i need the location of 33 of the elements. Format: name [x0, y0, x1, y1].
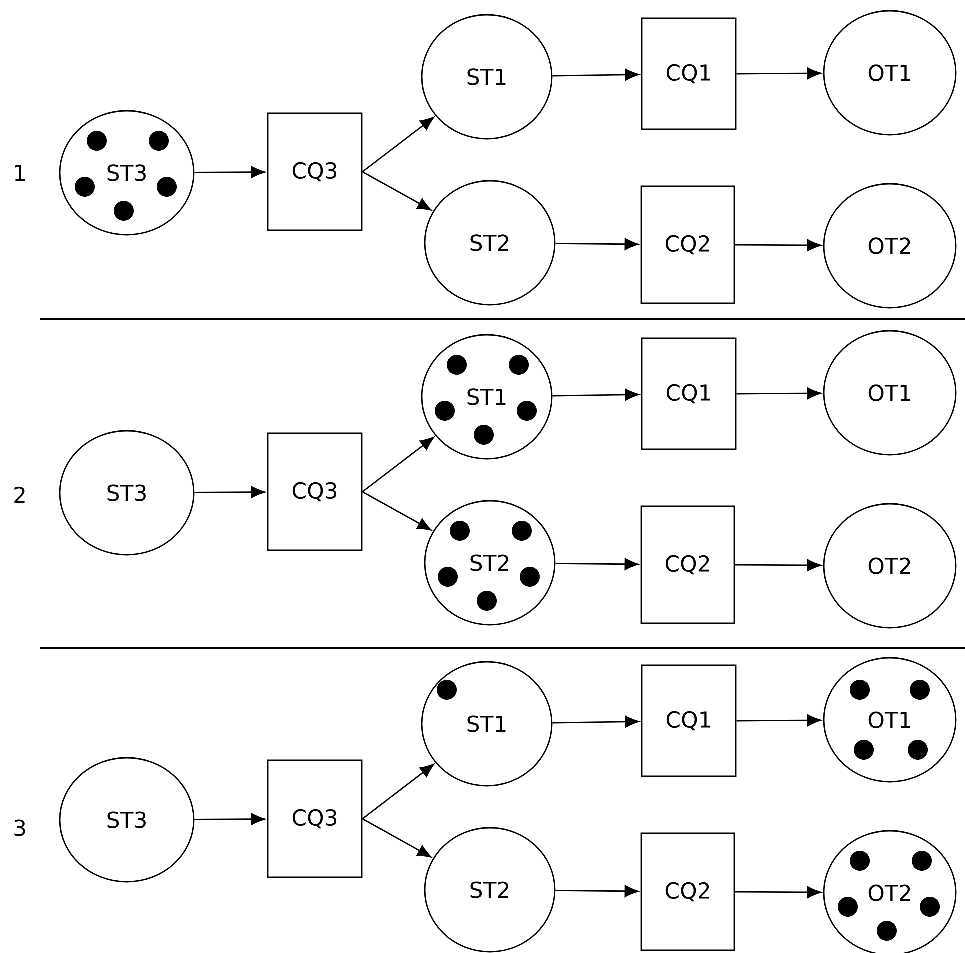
arrow: [194, 813, 266, 826]
transition-box: CQ2: [640, 832, 736, 952]
panel-number: 2: [14, 486, 25, 504]
arrow: [362, 437, 434, 493]
arrow: [552, 716, 640, 728]
arrow: [362, 117, 434, 173]
transition-box: CQ2: [640, 186, 736, 304]
transition-box: CQ1: [641, 338, 737, 450]
arrow: [556, 238, 639, 250]
arrow: [194, 166, 266, 178]
arrow: [194, 486, 266, 498]
transition-box: CQ1: [641, 18, 737, 130]
transition-box: CQ3: [267, 112, 363, 232]
panel-number: 1: [15, 164, 25, 182]
arrow: [552, 389, 640, 401]
arrow: [556, 885, 639, 898]
arrow: [736, 68, 822, 80]
arrow: [735, 240, 822, 252]
arrow: [362, 491, 432, 531]
arrow: [362, 764, 434, 820]
arrow: [735, 886, 822, 898]
transition-box: CQ1: [641, 664, 737, 778]
arrow: [735, 560, 822, 572]
transition-box: CQ3: [267, 760, 363, 878]
arrow: [362, 171, 432, 211]
arrow: [736, 714, 822, 726]
arrow: [362, 818, 432, 858]
panel-number: 3: [14, 820, 26, 836]
arrow: [736, 388, 822, 400]
arrow: [552, 69, 640, 81]
arrow: [556, 558, 639, 570]
transition-box: CQ2: [640, 506, 736, 624]
transition-box: CQ3: [267, 432, 363, 552]
